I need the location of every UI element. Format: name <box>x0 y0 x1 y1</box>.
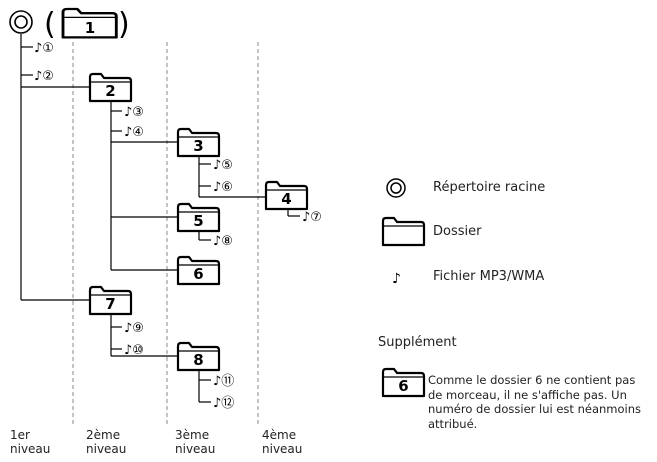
track-10-label: ♪⑩ <box>124 343 144 358</box>
track-5-label: ♪⑤ <box>213 158 233 173</box>
root-directory-icon <box>9 10 33 34</box>
legend-root-label: Répertoire racine <box>433 180 546 195</box>
legend-file-label: Fichier MP3/WMA <box>433 269 545 284</box>
folder-5-number: 5 <box>193 212 203 230</box>
supplement-title: Supplément <box>378 335 457 350</box>
legend-folder-icon <box>381 216 426 247</box>
track-3-label: ♪③ <box>124 105 144 120</box>
legend-folder-label: Dossier <box>433 224 482 239</box>
level-label-4: 4ème niveau <box>262 428 303 456</box>
tree-connectors <box>20 34 300 403</box>
folder-1-number: 1 <box>85 19 95 37</box>
track-1-label: ♪① <box>34 41 54 56</box>
level-label-2: 2ème niveau <box>86 428 127 456</box>
folder-8-number: 8 <box>193 351 203 369</box>
track-7-label: ♪⑦ <box>302 210 322 225</box>
track-12-label: ♪⑫ <box>213 396 234 411</box>
root-bracket-open: ( <box>44 7 56 42</box>
folder-4-number: 4 <box>281 190 291 208</box>
level-label-1: 1er niveau <box>10 428 51 456</box>
supplement-folder-number: 6 <box>398 377 408 395</box>
track-11-label: ♪⑪ <box>213 374 234 389</box>
track-8-label: ♪⑧ <box>213 234 233 249</box>
track-9-label: ♪⑨ <box>124 321 144 336</box>
level-label-3: 3ème niveau <box>175 428 216 456</box>
root-bracket-close: ) <box>118 7 130 42</box>
folder-3-number: 3 <box>193 137 203 155</box>
folder-2-number: 2 <box>105 82 115 100</box>
supplement-text: Comme le dossier 6 ne contient pas de mo… <box>428 373 642 431</box>
track-2-label: ♪② <box>34 69 54 84</box>
track-4-label: ♪④ <box>124 125 144 140</box>
track-6-label: ♪⑥ <box>213 180 233 195</box>
folder-7-number: 7 <box>105 295 115 313</box>
legend-root-icon <box>386 178 406 198</box>
folder-6-number: 6 <box>193 265 203 283</box>
legend-file-icon: ♪ <box>392 271 401 287</box>
